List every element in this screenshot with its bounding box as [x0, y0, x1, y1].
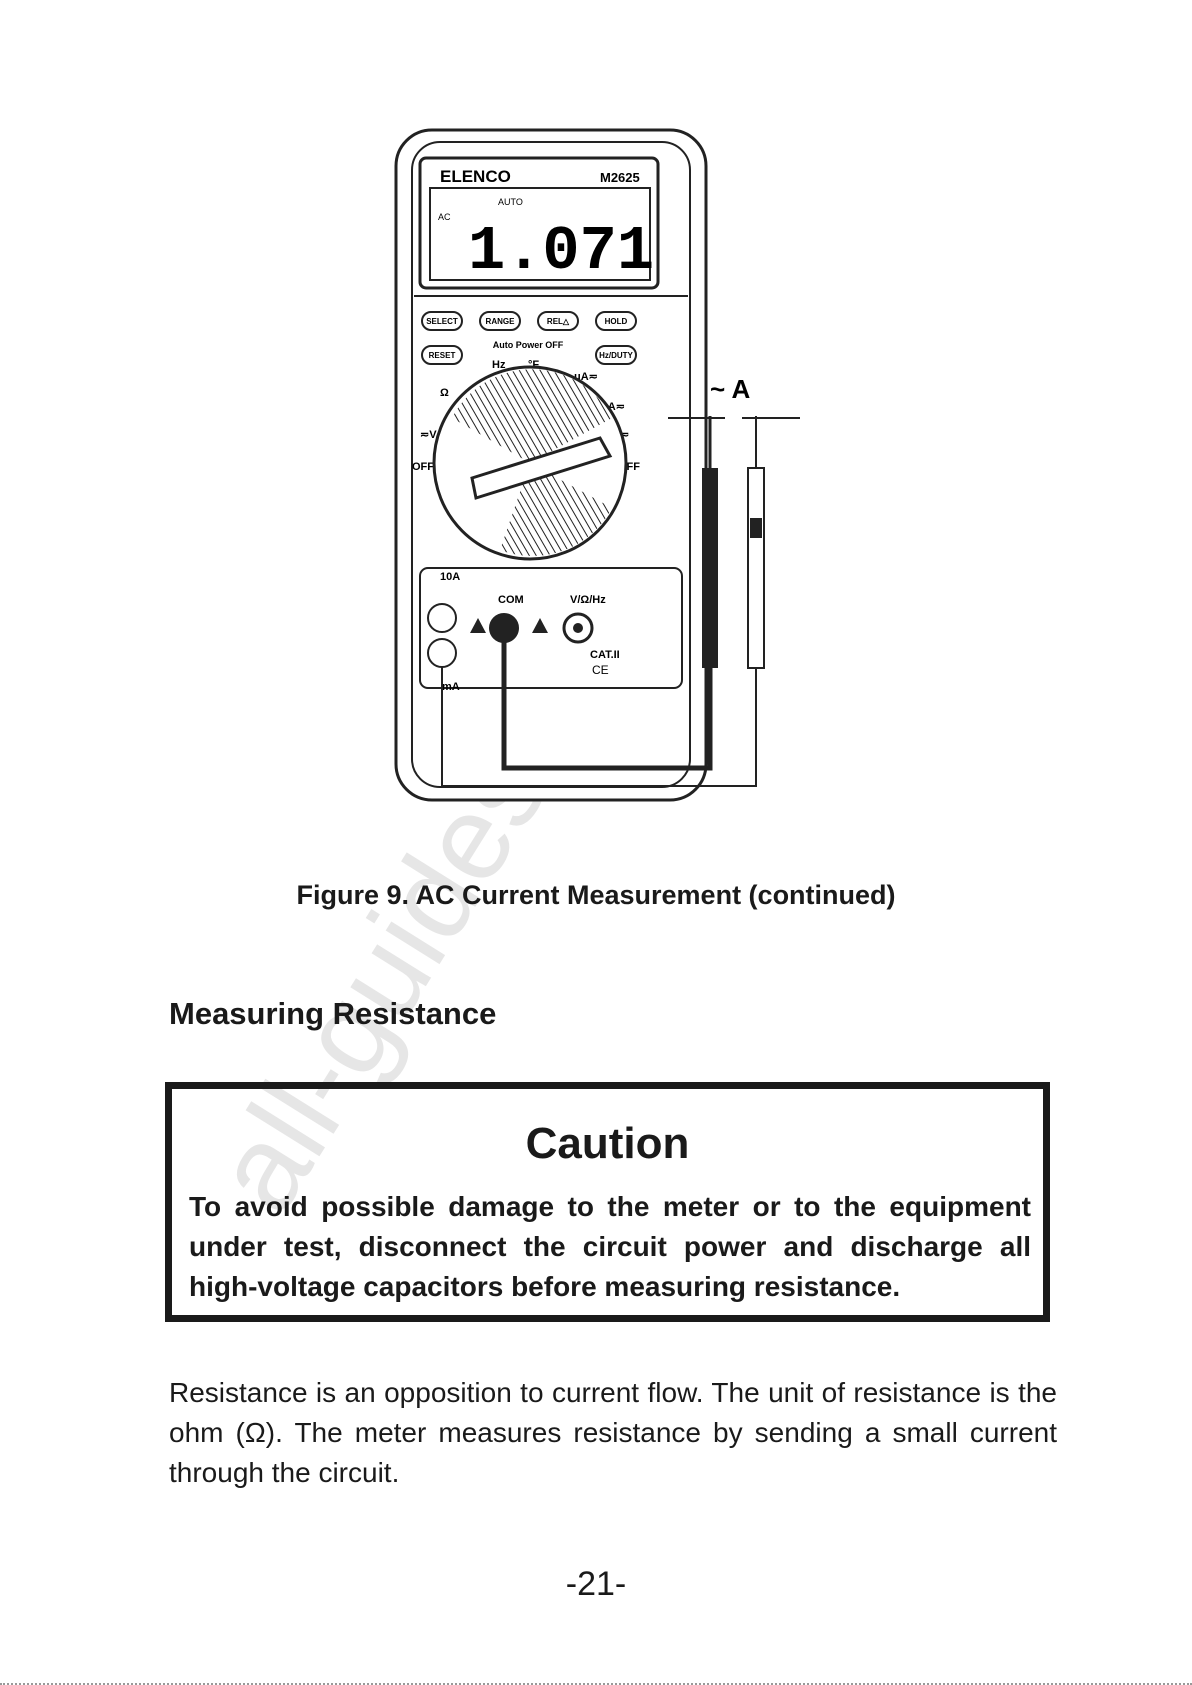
- lcd-unit: A: [630, 260, 636, 270]
- cat-label: CAT.II: [590, 649, 620, 661]
- jack-v-label: V/Ω/Hz: [570, 594, 606, 606]
- button-range: RANGE: [486, 317, 516, 326]
- ce-label: CE: [592, 663, 609, 677]
- button-select: SELECT: [426, 317, 458, 326]
- red-probe: [747, 467, 765, 669]
- dial-hz: Hz: [492, 359, 506, 371]
- button-rel: REL△: [547, 317, 570, 326]
- lcd-auto-indicator: AUTO: [498, 197, 523, 207]
- button-hold: HOLD: [605, 317, 628, 326]
- multimeter-figure: ELENCO M2625 AUTO AC 1.071 A SELECT RANG…: [380, 118, 880, 858]
- dial-v: ≂V: [420, 429, 437, 441]
- lcd-screen: [429, 187, 651, 281]
- jack-10a: [427, 603, 457, 633]
- dial-pointer: [470, 436, 613, 500]
- caution-title: Caution: [525, 1119, 690, 1168]
- auto-power-off-label: Auto Power OFF: [493, 340, 564, 350]
- bottom-divider: [0, 1683, 1192, 1685]
- jack-ma: [427, 638, 457, 668]
- jack-com: [489, 613, 519, 643]
- caution-box: Caution To avoid possible damage to the …: [165, 1082, 1050, 1322]
- jack-panel: [419, 567, 683, 689]
- meter-model: M2625: [600, 170, 640, 185]
- jack-com-label: COM: [498, 594, 524, 606]
- meter-brand: ELENCO: [440, 167, 511, 186]
- jack-ma-label: mA: [442, 681, 460, 693]
- lcd-reading: 1.071: [468, 216, 654, 287]
- dial-off-left: OFF: [412, 461, 434, 473]
- page-number: -21-: [565, 1565, 627, 1603]
- dial-ohm: Ω: [440, 387, 449, 399]
- black-probe: [702, 468, 718, 668]
- dial-degf: °F: [528, 359, 539, 371]
- button-hz-duty: Hz/DUTY: [599, 351, 633, 360]
- jack-10a-label: 10A: [440, 571, 460, 583]
- caution-text: To avoid possible damage to the meter or…: [189, 1191, 1031, 1302]
- meter-buttons: SELECT RANGE REL△ HOLD RESET Hz/DUTY: [421, 311, 637, 365]
- lcd-ac-indicator: AC: [438, 212, 451, 222]
- section-heading: Measuring Resistance: [169, 996, 497, 1031]
- body-paragraph: Resistance is an opposition to current f…: [169, 1377, 1057, 1488]
- ac-source-label: ~ A: [710, 374, 750, 404]
- figure-caption: Figure 9. AC Current Measurement (contin…: [296, 880, 896, 910]
- button-reset: RESET: [429, 351, 456, 360]
